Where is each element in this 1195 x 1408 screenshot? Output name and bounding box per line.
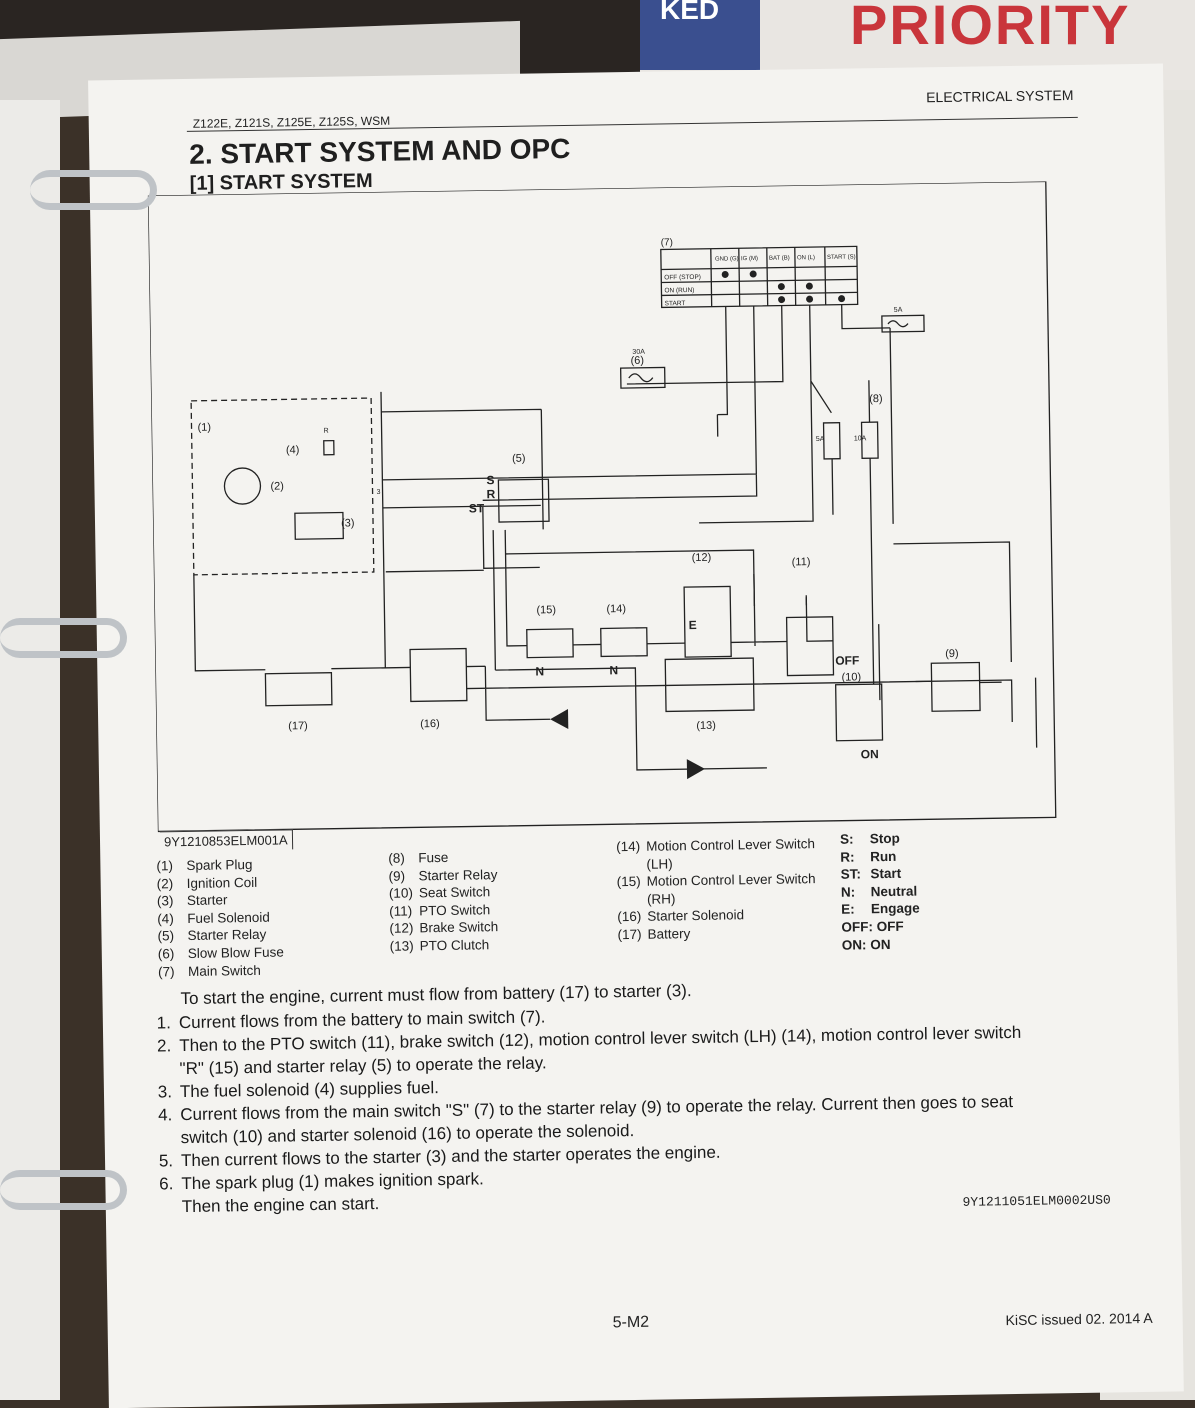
legend-item: (2)Ignition Coil <box>156 874 258 892</box>
legend-key: S: Stop <box>839 830 900 847</box>
label-5a: 5A <box>816 436 825 443</box>
col-ig: IG (M) <box>741 256 758 262</box>
row-start: START <box>665 300 686 307</box>
label-3: (3) <box>341 517 355 529</box>
label-5a-top: 5A <box>894 307 903 314</box>
legend-key: E: Engage <box>841 900 920 918</box>
legend-item: (17)Battery <box>617 926 691 943</box>
manual-page: Z122E, Z121S, Z125E, Z125S, WSM ELECTRIC… <box>88 63 1184 1408</box>
label-8: (8) <box>869 393 883 405</box>
label-2: (2) <box>270 480 284 492</box>
col-on: ON (L) <box>797 255 815 261</box>
binder-ring-top <box>30 170 157 210</box>
legend-key: ST: Start <box>840 865 902 882</box>
legend-item: (13)PTO Clutch <box>389 937 490 954</box>
row-off: OFF (STOP) <box>664 274 701 282</box>
legend-item: (1)Spark Plug <box>156 856 253 874</box>
legend-key: OFF: OFF <box>841 918 904 935</box>
legend-item: (14)Motion Control Lever Switch <box>616 836 816 855</box>
col-gnd: GND (G) <box>715 256 739 262</box>
label-off: OFF <box>835 653 859 667</box>
col-bat: BAT (B) <box>769 255 790 261</box>
label-r: R <box>487 487 496 501</box>
label-17: (17) <box>288 720 308 732</box>
diagram-frame <box>147 181 1057 833</box>
background-priority-text: PRIORITY <box>850 0 1131 56</box>
binder-ring-middle <box>0 618 127 658</box>
label-4: (4) <box>286 444 300 456</box>
label-5: (5) <box>512 453 526 465</box>
label-15: (15) <box>536 604 556 616</box>
legend-col-3: (14)Motion Control Lever Switch (LH) (15… <box>616 835 816 944</box>
page-number: 5-M2 <box>612 1313 650 1332</box>
label-plug-r: R <box>324 428 329 435</box>
label-12: (12) <box>692 552 712 564</box>
wiring-diagram: (7) (6) 30A 5A (8) 5A 10A (1) (4) (2) (3… <box>147 181 1057 833</box>
label-s: S <box>486 473 494 487</box>
label-three: 3 <box>377 489 381 496</box>
label-n1: N <box>535 664 544 678</box>
legend-item: (8)Fuse <box>388 849 449 866</box>
steps-list: 1.Current flows from the battery to main… <box>143 997 1106 1219</box>
legend-item: (10)Seat Switch <box>388 884 491 902</box>
header-section: ELECTRICAL SYSTEM <box>926 86 1074 106</box>
label-13: (13) <box>696 720 716 732</box>
figure-id: 9Y1210853ELM001A <box>159 829 293 852</box>
label-16: (16) <box>420 718 440 730</box>
label-6: (6) <box>630 355 644 367</box>
col-start: START (S) <box>827 254 856 260</box>
legend-item: (5)Starter Relay <box>157 927 267 944</box>
section-title: 2. START SYSTEM AND OPC <box>188 132 571 170</box>
label-n2: N <box>609 663 618 677</box>
label-1: (1) <box>197 422 211 434</box>
legend-col-2: (8)Fuse (9)Starter Relay (10)Seat Switch… <box>388 848 498 955</box>
label-10: (10) <box>841 671 861 683</box>
background-stamp-text: KED <box>660 0 720 25</box>
label-7: (7) <box>661 237 673 248</box>
label-st: ST <box>469 501 485 515</box>
legend-item: (9)Starter Relay <box>388 866 498 884</box>
label-9: (9) <box>945 648 959 660</box>
legend-item: (4)Fuel Solenoid <box>157 909 270 927</box>
legend-key: N: Neutral <box>840 883 918 900</box>
label-e: E <box>689 618 697 632</box>
legend-item: (12)Brake Switch <box>389 919 499 937</box>
legend-item: (6)Slow Blow Fuse <box>157 944 284 962</box>
legend-key: R: Run <box>840 848 897 865</box>
row-on: ON (RUN) <box>664 287 694 294</box>
label-14: (14) <box>606 603 626 615</box>
background-stamp <box>640 0 760 70</box>
legend-item: (7)Main Switch <box>157 962 261 980</box>
main-switch-7 <box>660 245 859 309</box>
legend-item: (15)Motion Control Lever Switch <box>616 871 816 890</box>
legend-item: (3)Starter <box>156 892 228 909</box>
issued-note: KiSC issued 02. 2014 A <box>1005 1309 1153 1329</box>
label-on: ON <box>861 747 879 761</box>
legend-key: ON: ON <box>841 936 891 953</box>
binder-ring-bottom <box>0 1170 127 1210</box>
document-id: 9Y1211051ELM0002US0 <box>962 1192 1111 1210</box>
legend-item: (11)PTO Switch <box>389 902 491 919</box>
label-11: (11) <box>792 556 811 568</box>
label-30a: 30A <box>632 349 645 356</box>
label-10a: 10A <box>854 435 867 442</box>
legend-col-1: (1)Spark Plug (2)Ignition Coil (3)Starte… <box>156 855 284 980</box>
legend-col-4: S: Stop R: Run ST: Start N: Neutral E: E… <box>840 829 920 953</box>
